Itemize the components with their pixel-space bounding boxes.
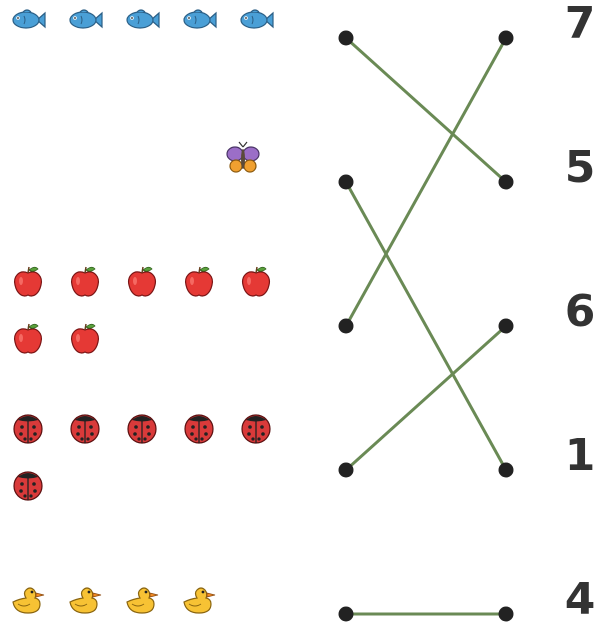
apple-icon [238,264,274,300]
ladybug-icon [181,410,217,446]
right-connector-dot[interactable] [499,607,514,622]
ladybug-icon [238,410,274,446]
connection-line [346,38,506,182]
connection-line [346,38,506,326]
left-connector-dot[interactable] [339,607,354,622]
right-connector-dot[interactable] [499,31,514,46]
fish-icon [10,2,46,38]
fish-icon [181,2,217,38]
left-connector-dot[interactable] [339,463,354,478]
apple-icon [181,264,217,300]
fish-icon [238,2,274,38]
left-connector-dot[interactable] [339,31,354,46]
butterfly-icon [225,140,261,176]
duck-icon [124,582,160,618]
connection-line [346,182,506,470]
ladybug-icon [124,410,160,446]
number-label: 1 [560,432,595,480]
duck-icon [10,582,46,618]
left-connector-dot[interactable] [339,175,354,190]
apple-icon [67,321,103,357]
number-label: 7 [560,0,595,48]
ladybug-icon [10,467,46,503]
duck-icon [181,582,217,618]
ladybug-icon [67,410,103,446]
right-connector-dot[interactable] [499,463,514,478]
apple-icon [10,264,46,300]
ladybug-icon [10,410,46,446]
number-label: 4 [560,576,595,624]
number-label: 5 [560,144,595,192]
duck-icon [67,582,103,618]
fish-icon [124,2,160,38]
left-connector-dot[interactable] [339,319,354,334]
right-connector-dot[interactable] [499,175,514,190]
number-label: 6 [560,288,595,336]
apple-icon [124,264,160,300]
fish-icon [67,2,103,38]
right-connector-dot[interactable] [499,319,514,334]
connection-line [346,326,506,470]
apple-icon [10,321,46,357]
apple-icon [67,264,103,300]
